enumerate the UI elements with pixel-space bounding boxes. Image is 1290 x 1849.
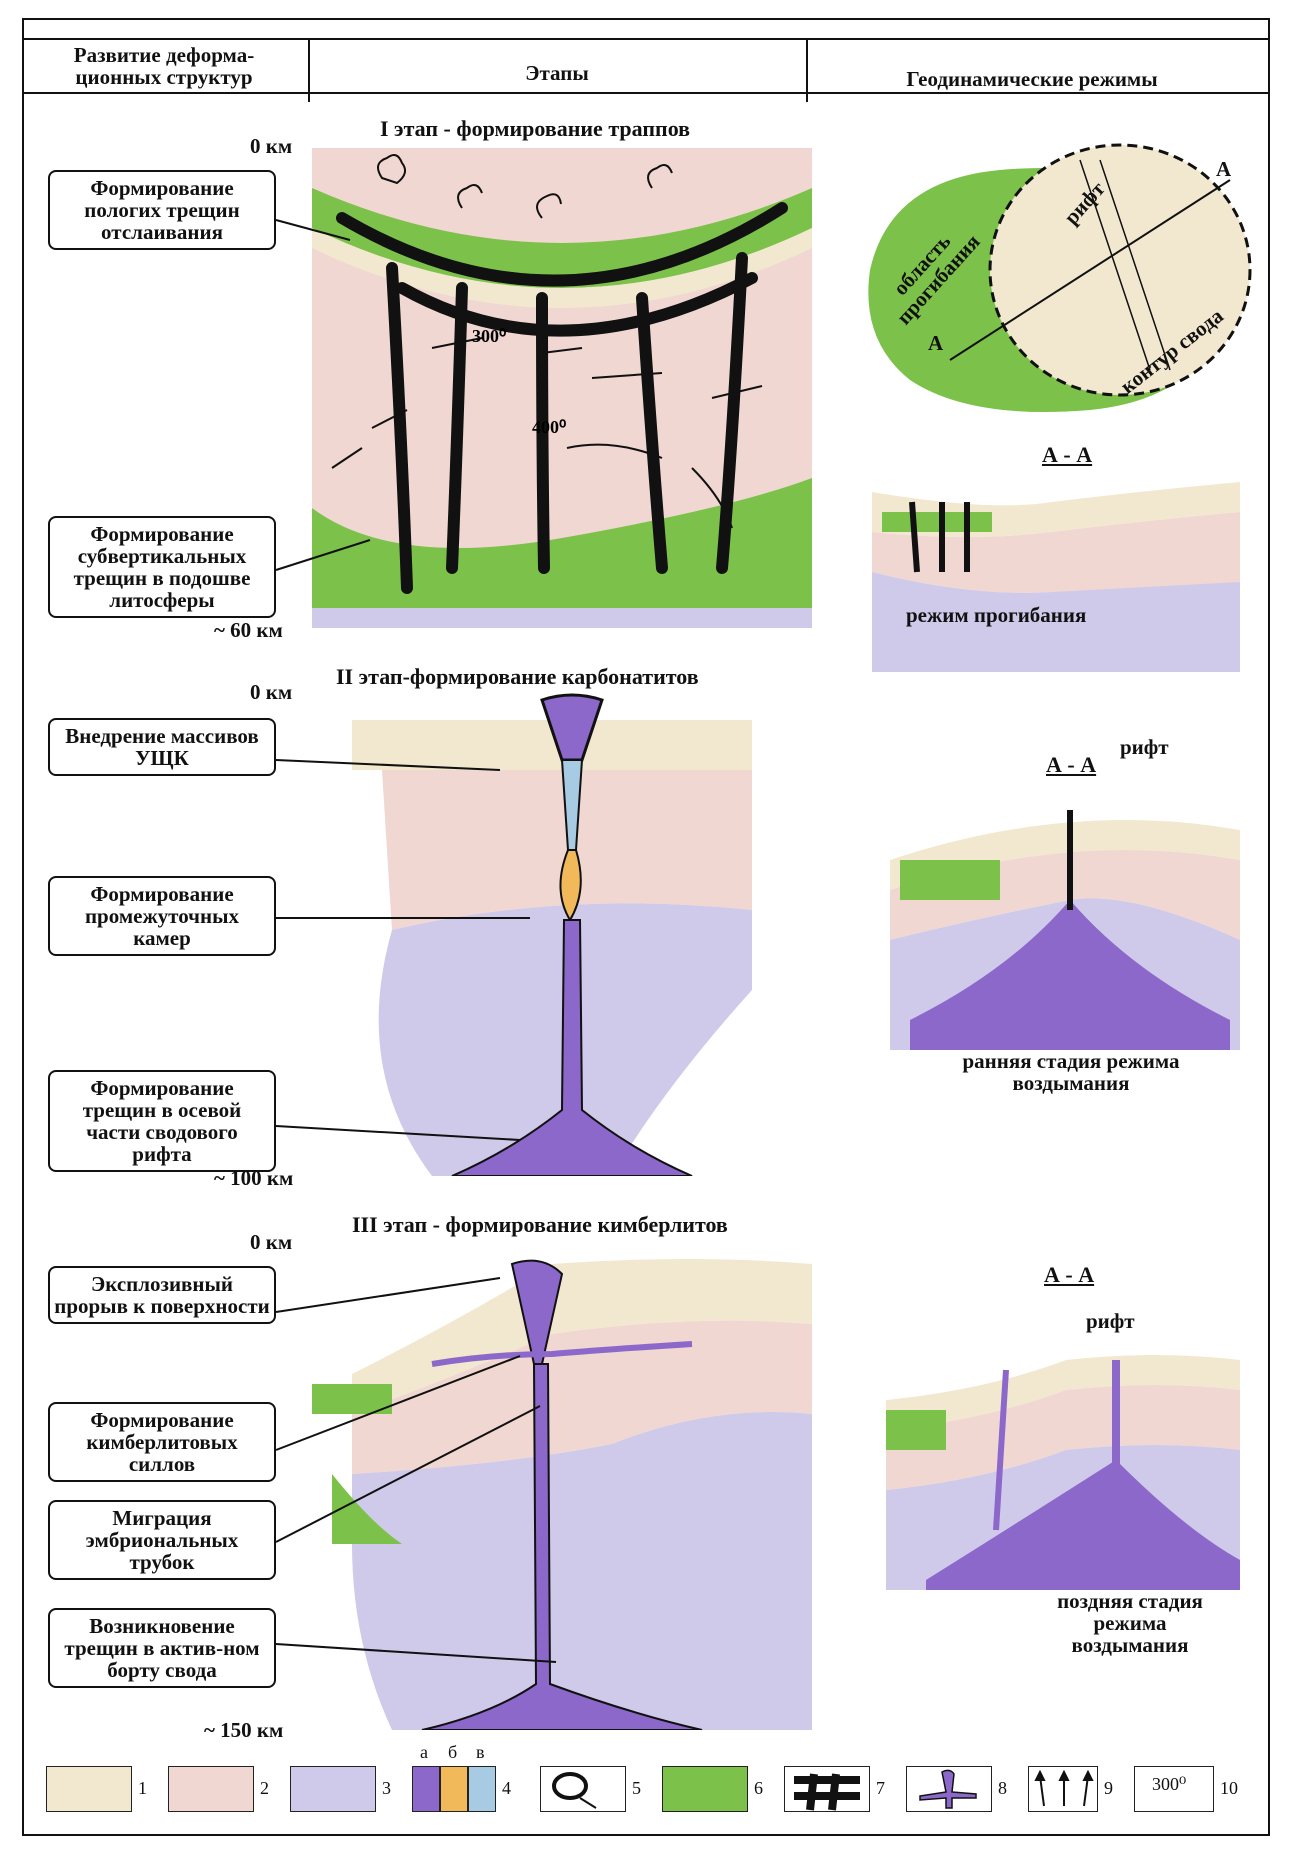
stage3-rift-label: рифт [1086,1310,1135,1332]
legend-sill-icon [906,1766,992,1812]
legend-num-10: 10 [1220,1778,1238,1799]
legend-sub-v: в [476,1742,485,1763]
stage3-section-title: А - А [1044,1262,1094,1288]
legend-sub-a: а [420,1742,428,1763]
legend-num-1: 1 [138,1778,147,1799]
legend-num-2: 2 [260,1778,269,1799]
stage3-section-label: поздняя стадия режима воздымания [1040,1590,1220,1656]
legend-arrows-icon [1028,1766,1098,1812]
legend-pipe-icon [540,1766,626,1812]
legend-swatch-3 [290,1766,376,1812]
legend: 1 2 3 а б в 4 5 6 7 8 9 300⁰ 10 [46,1766,1266,1812]
legend-num-4: 4 [502,1778,511,1799]
legend-num-7: 7 [876,1778,885,1799]
stage3-section [886,1330,1240,1590]
legend-num-8: 8 [998,1778,1007,1799]
legend-num-6: 6 [754,1778,763,1799]
legend-num-3: 3 [382,1778,391,1799]
legend-swatch-6 [662,1766,748,1812]
legend-num-9: 9 [1104,1778,1113,1799]
legend-isotherm-label: 300⁰ [1152,1774,1186,1795]
legend-swatch-4b [440,1766,468,1812]
legend-num-5: 5 [632,1778,641,1799]
legend-swatch-1 [46,1766,132,1812]
legend-fracture-icon [784,1766,870,1812]
legend-swatch-4a [412,1766,440,1812]
legend-swatch-4c [468,1766,496,1812]
legend-swatch-2 [168,1766,254,1812]
legend-sub-b: б [448,1742,457,1763]
